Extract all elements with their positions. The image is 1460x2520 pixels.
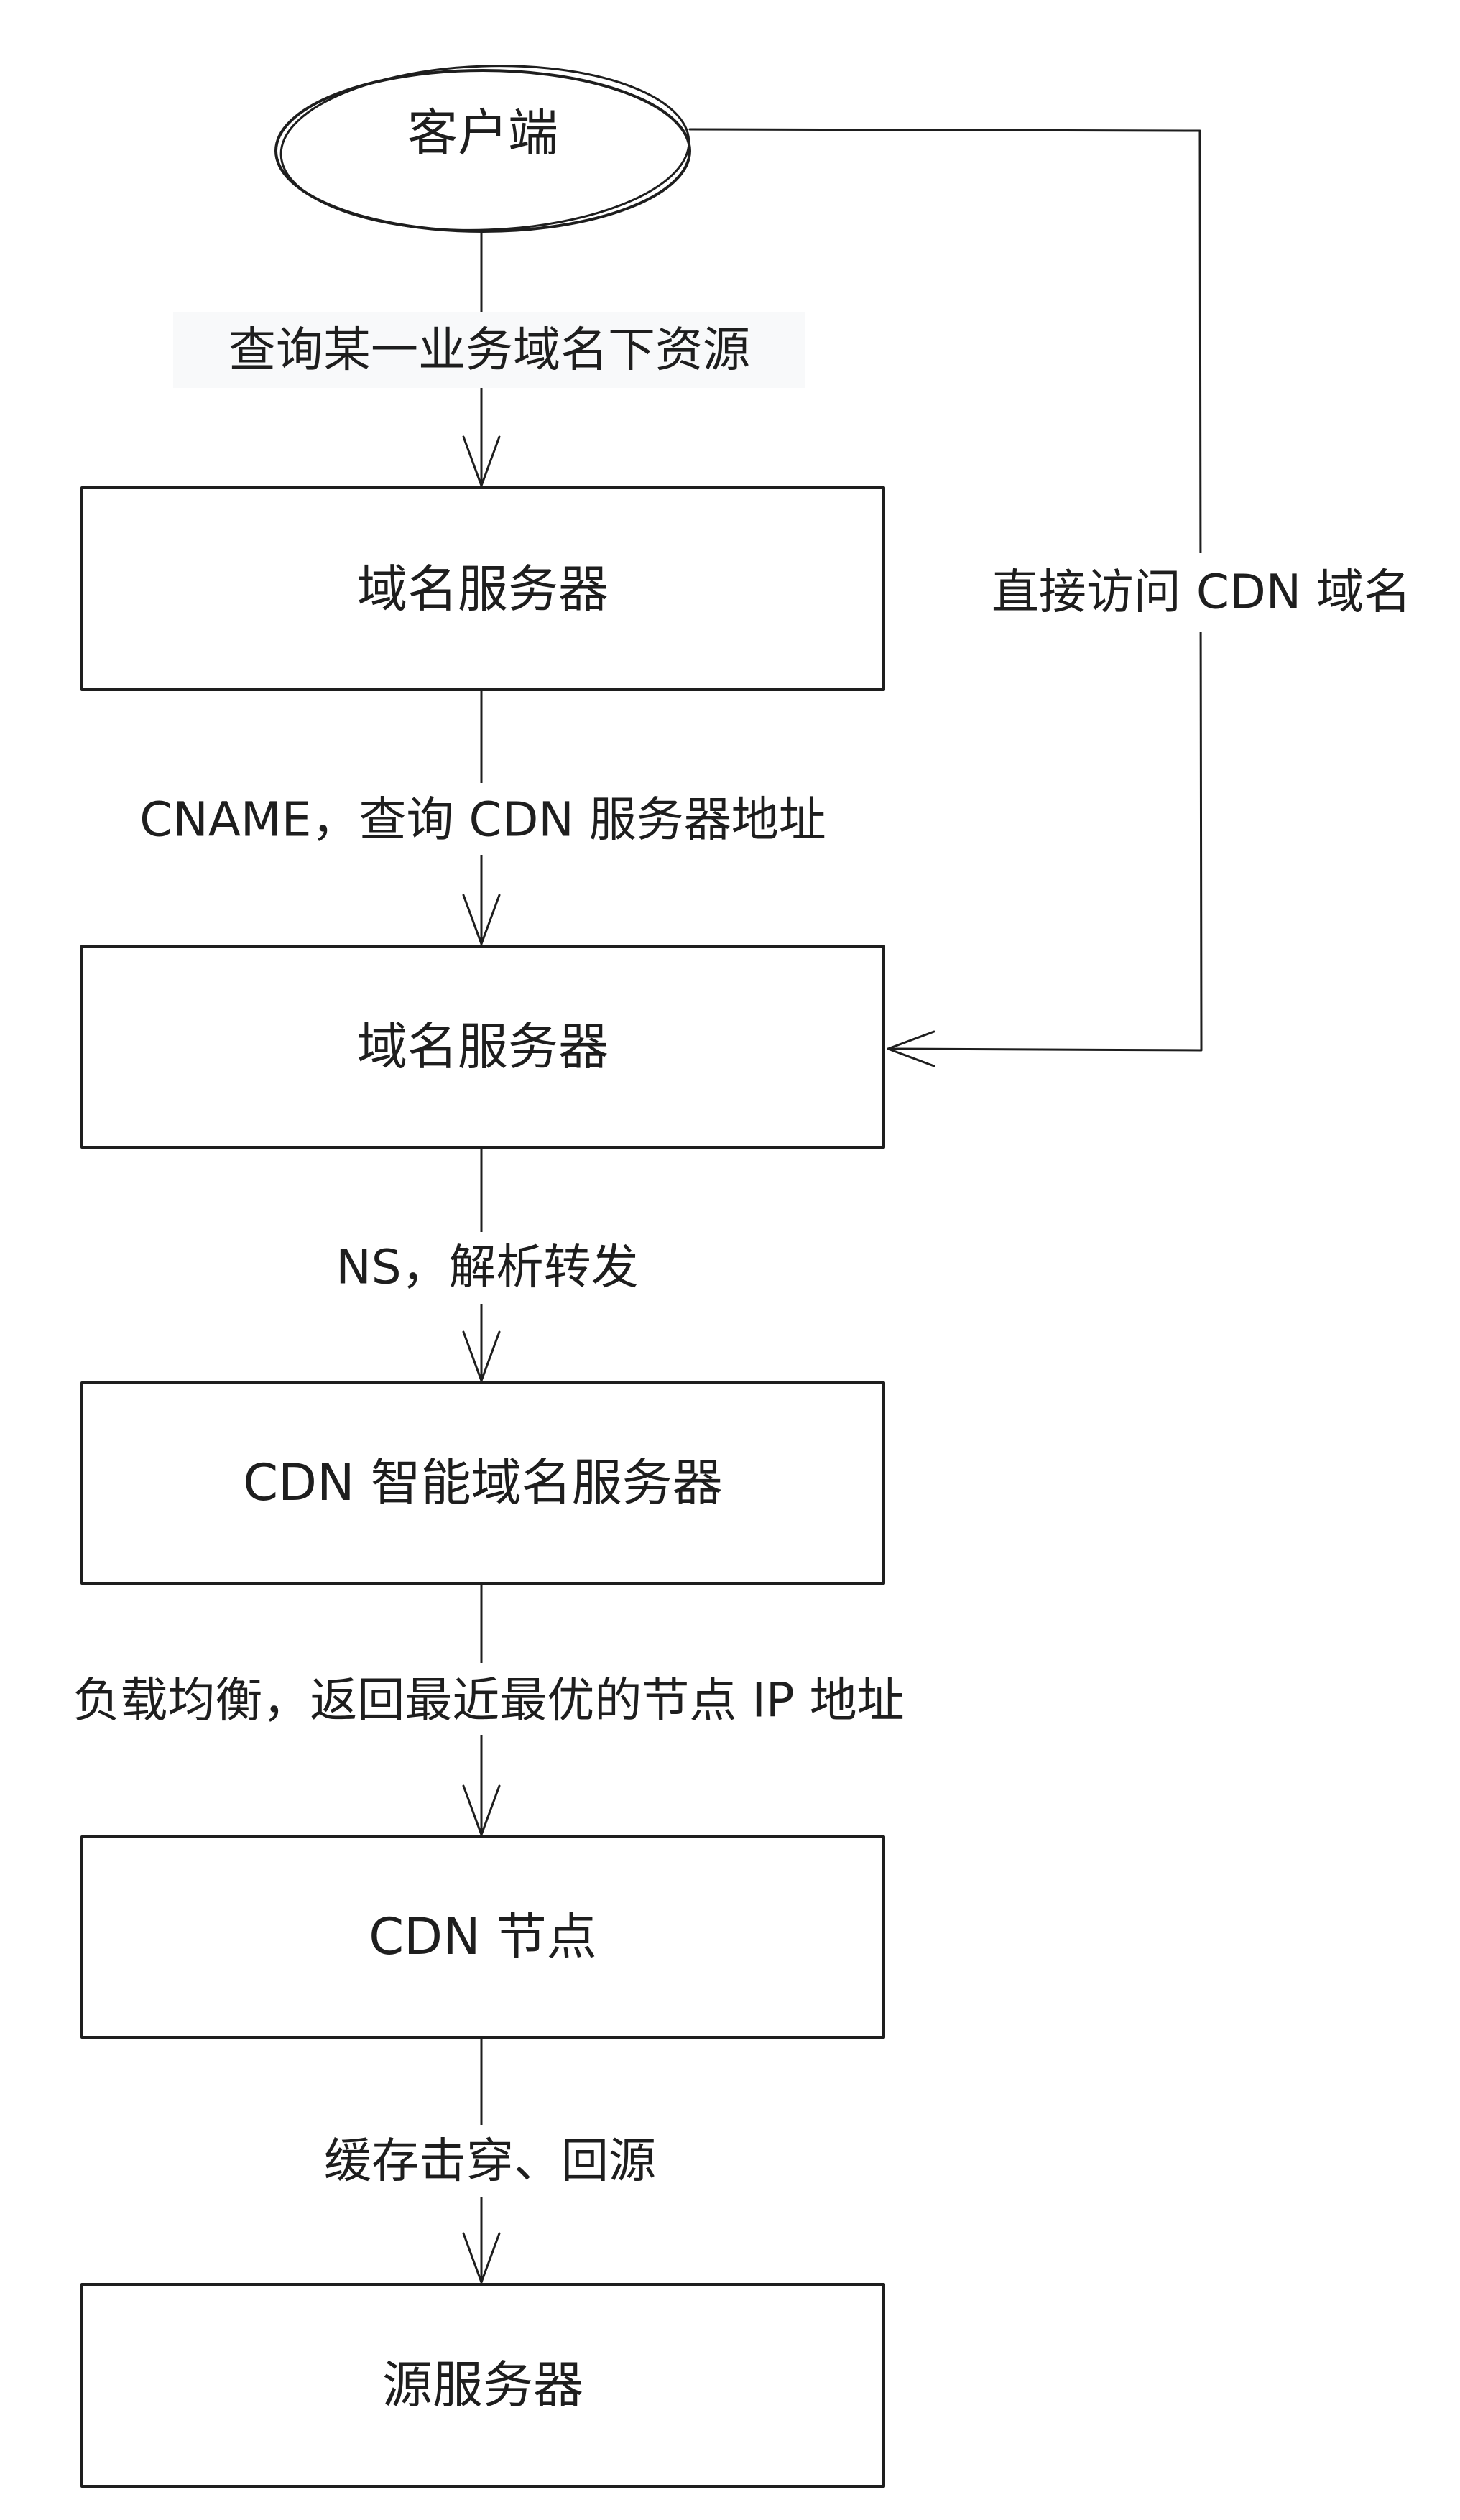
node-cdn-dns-label: CDN 智能域名服务器 [243,1453,722,1512]
node-cdn-dns[interactable]: CDN 智能域名服务器 [80,1381,885,1585]
node-dns1[interactable]: 域名服务器 [80,486,885,691]
edge-client-to-dns1: 查询某一业务域名下资源 [173,231,805,487]
edge-dns1-to-dns2: CNAME，查询 CDN 服务器地址 [72,688,898,945]
edge-label-client-to-dns1: 查询某一业务域名下资源 [228,323,750,378]
node-dns1-label: 域名服务器 [357,560,609,619]
edge-dns2-to-cdn-dns: NS，解析转发 [302,1146,675,1382]
node-dns2[interactable]: 域名服务器 [80,945,885,1149]
node-cdn-node-label: CDN 节点 [369,1907,596,1966]
node-client[interactable]: 客户端 [274,59,692,237]
edge-label-dns1-to-dns2: CNAME，查询 CDN 服务器地址 [139,792,826,848]
edge-label-cdn-dns-to-node: 负载均衡，返回最近最优的节点 IP 地址 [73,1673,904,1728]
edge-cdn-dns-to-node: 负载均衡，返回最近最优的节点 IP 地址 [29,1582,948,1836]
edge-label-client-to-dns2: 直接访问 CDN 域名 [992,565,1411,620]
edge-label-dns2-to-cdn-dns: NS，解析转发 [336,1240,638,1295]
node-dns2-label: 域名服务器 [357,1017,609,1076]
node-origin[interactable]: 源服务器 [80,2283,885,2488]
node-client-label: 客户端 [407,103,558,162]
edge-client-to-dns2: 直接访问 CDN 域名 [688,128,1437,1067]
edge-label-node-to-origin: 缓存击穿、回源 [324,2134,656,2189]
edge-node-to-origin: 缓存击穿、回源 [280,2036,697,2284]
node-cdn-node[interactable]: CDN 节点 [80,1835,885,2039]
node-origin-label: 源服务器 [382,2355,583,2414]
